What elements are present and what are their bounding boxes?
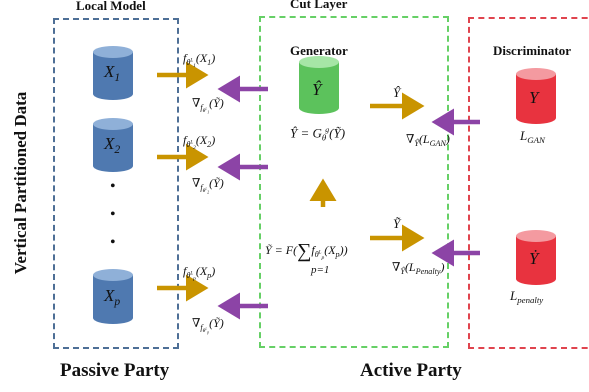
local-model-box [53,18,179,349]
node-x2-label: X2 [104,134,121,157]
yhat-label: Ŷ [393,85,401,100]
disc-loss-penalty: Lpenalty [510,288,544,306]
local-model-heading: Local Model [76,0,146,13]
generator-equation: Ŷ = Gθg(Ỹ) [290,125,346,143]
backward-label-2: ∇fθL2(Ỹ) [192,176,224,195]
active-party-label: Active Party [360,360,462,381]
forward-label-2: fθL2(X2) [183,133,216,151]
cylinder-x1 [93,46,133,100]
aggregation-sum-lower: p=1 [311,264,330,276]
disc-node-y-label: Y [529,88,539,107]
grad-penalty-label: ∇Ŷ(LPenalty) [392,260,445,276]
generator-node-label: Ŷ [312,80,322,99]
node-x1-label: X1 [104,62,121,85]
forward-label-p: fθLp(Xp) [183,264,216,282]
backward-label-1: ∇fθL1(Ỹ) [192,96,224,115]
forward-label-1: fθL1(X1) [183,51,216,69]
cylinder-disc-ydot [516,230,556,285]
grad-gan-label: ∇Ŷ(LGAN) [406,132,450,148]
ellipsis-dot-1: • [110,178,116,195]
cylinder-xp [93,269,133,324]
cut-layer-box [259,16,449,348]
discriminator-box [468,17,589,349]
cylinder-disc-y [516,68,556,124]
ellipsis-dot-2: • [110,206,116,223]
cylinder-generator [299,56,339,114]
ellipsis-dot-3: • [110,234,116,251]
ytilde-label: Ỹ [393,216,401,231]
generator-heading: Generator [290,43,348,58]
disc-loss-gan: LGAN [520,128,545,146]
aggregation-equation: Ỹ = F(∑fθLp(Xp)) [265,240,348,262]
cylinder-x2 [93,118,133,172]
disc-node-ydot-label: Ẏ [529,249,539,268]
node-xp-label: Xp [104,286,121,309]
backward-label-p: ∇fθLp(Ỹ) [192,316,224,335]
discriminator-heading: Discriminator [493,43,571,58]
cut-layer-heading: Cut Layer [290,0,348,11]
passive-party-label: Passive Party [60,360,170,381]
